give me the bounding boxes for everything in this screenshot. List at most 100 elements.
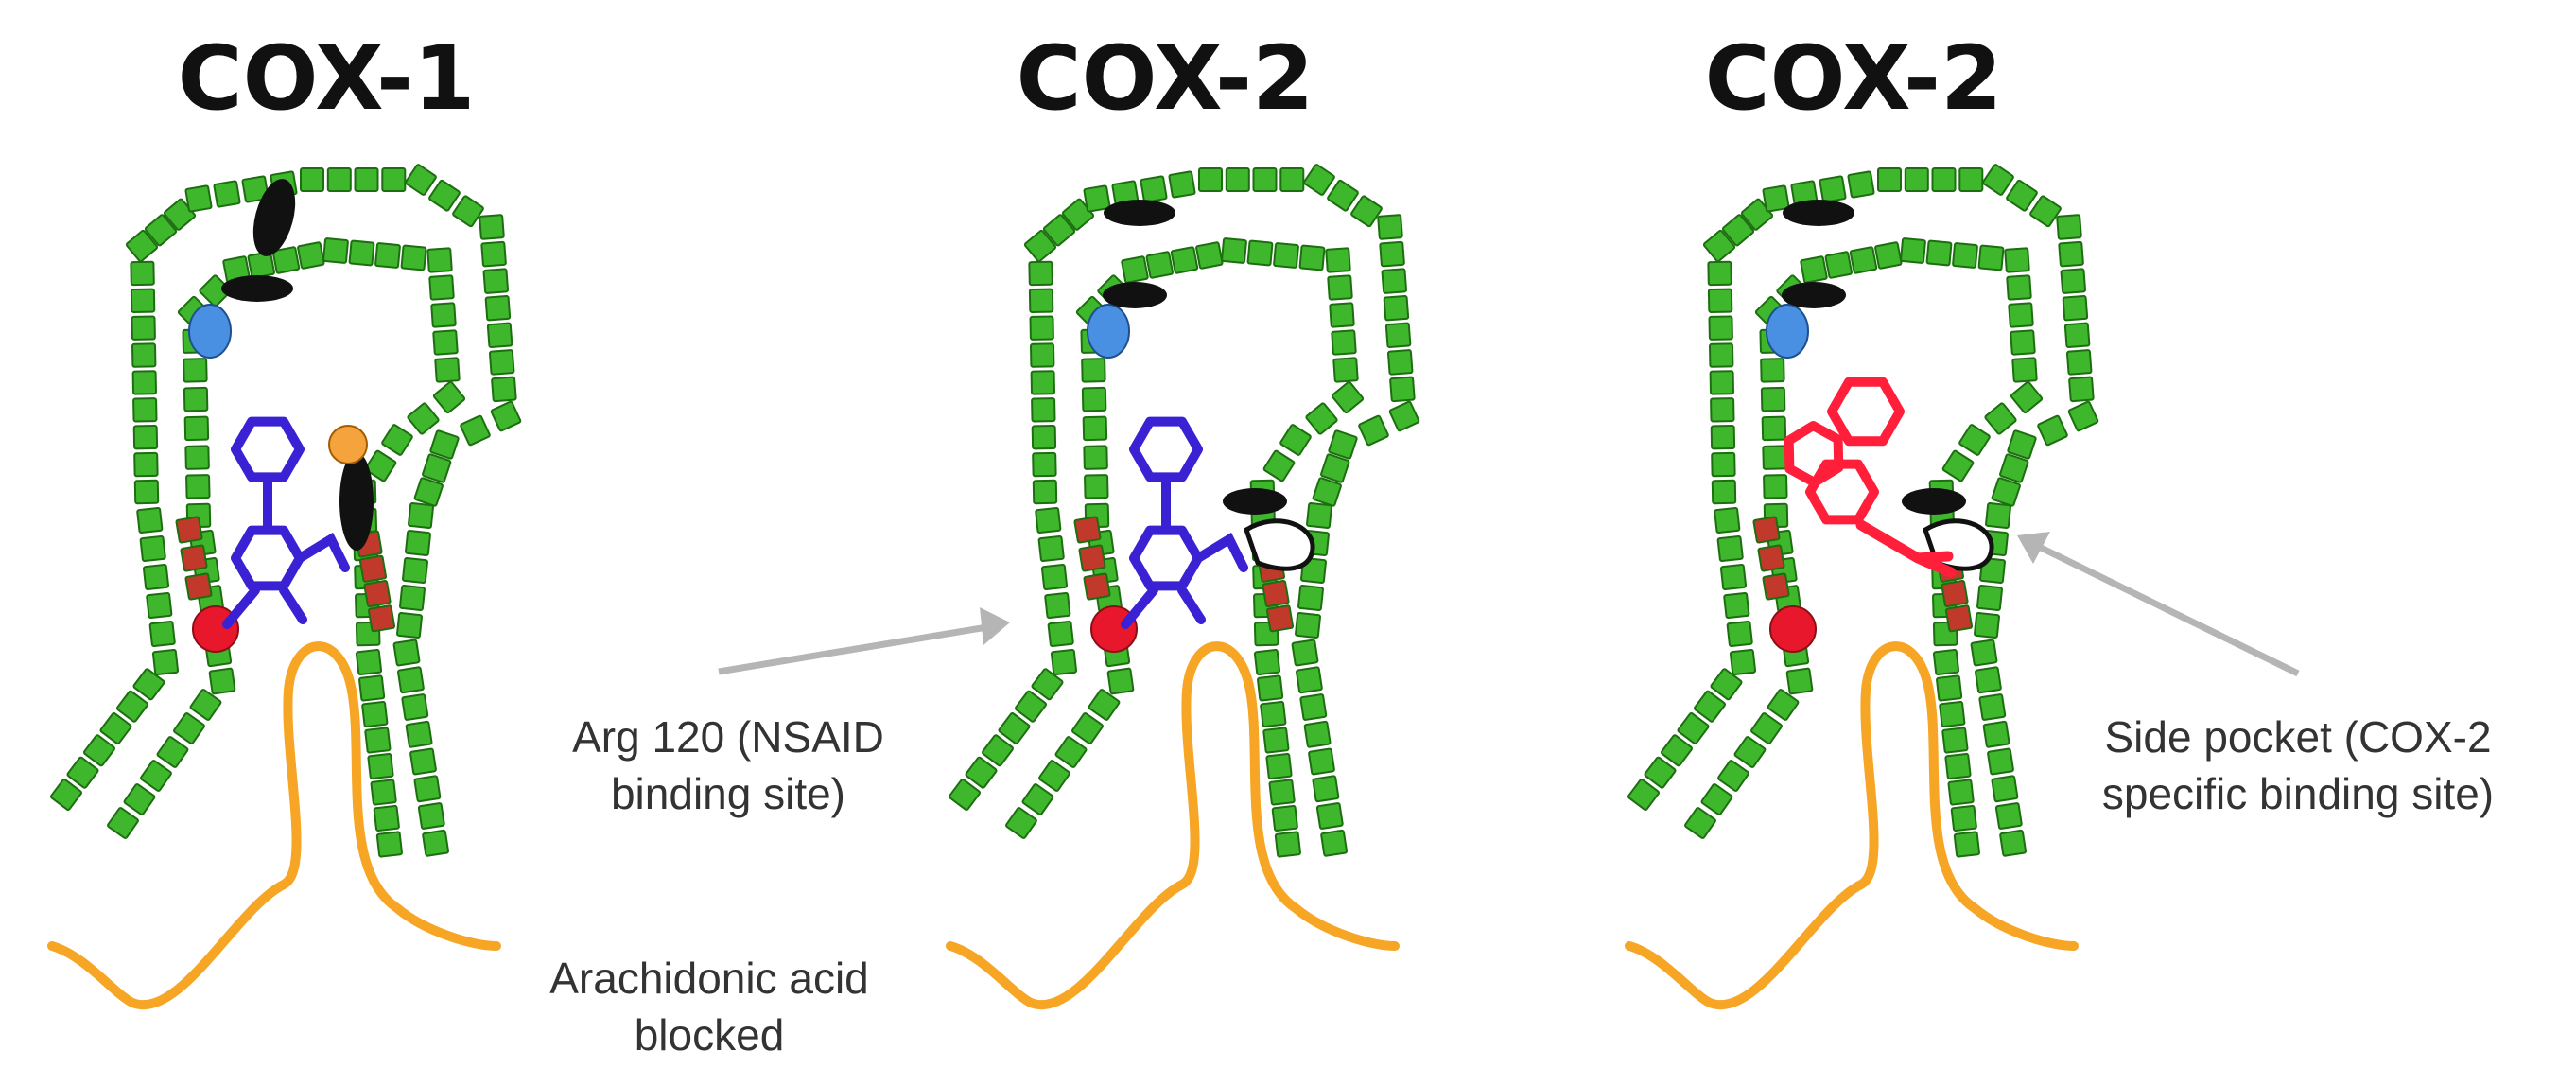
protein-outer-wall-residue xyxy=(1762,184,1790,213)
protein-outer-wall-residue xyxy=(1710,397,1735,423)
protein-outer-wall-residue xyxy=(1014,690,1048,723)
protein-inner-wall-residue xyxy=(1785,667,1814,695)
channel-red-segment-right-residue xyxy=(1941,579,1969,608)
orange-residue xyxy=(328,425,368,464)
protein-inner-wall-residue xyxy=(432,329,459,356)
protein-inner-wall-residue xyxy=(1262,449,1296,482)
protein-outer-wall-residue xyxy=(1644,756,1677,789)
protein-outer-wall-residue xyxy=(1709,370,1734,395)
protein-inner-wall-residue xyxy=(183,386,209,412)
side-pocket-arrow xyxy=(2017,532,2300,677)
protein-outer-wall-residue xyxy=(1377,214,1403,240)
panel-title-cox2: COX-2 xyxy=(1017,27,1314,131)
channel-red-segment-left-residue xyxy=(1078,544,1106,572)
arachidonic-label-line1: Arachidonic acid xyxy=(549,954,869,1003)
protein-inner-wall-residue xyxy=(1760,386,1786,412)
cox2-panel xyxy=(946,164,1420,1010)
protein-outer-wall-residue xyxy=(49,778,83,812)
protein-outer-wall-residue xyxy=(1140,175,1168,203)
protein-outer-wall-residue xyxy=(1029,315,1054,341)
protein-outer-wall-residue xyxy=(213,180,241,208)
protein-outer-wall-residue xyxy=(1040,563,1069,591)
coxib-inhibitor xyxy=(1784,377,1957,578)
protein-outer-wall-residue xyxy=(1295,612,1321,639)
protein-outer-wall-residue xyxy=(125,229,159,263)
protein-outer-wall-residue xyxy=(1877,167,1902,192)
protein-inner-wall-residue xyxy=(355,648,383,676)
protein-outer-wall-residue xyxy=(1308,747,1335,776)
protein-outer-wall-residue xyxy=(484,294,512,322)
protein-inner-wall-residue xyxy=(1941,727,1969,754)
protein-outer-wall-residue xyxy=(965,756,998,789)
protein-outer-wall-residue xyxy=(300,167,324,192)
protein-outer-wall-residue xyxy=(1252,167,1278,192)
protein-outer-wall-residue xyxy=(1386,349,1414,376)
arachidonic-acid-strand xyxy=(47,641,501,1010)
protein-outer-wall-residue xyxy=(1168,170,1196,199)
protein-outer-wall-residue xyxy=(1042,214,1076,247)
protein-outer-wall-residue xyxy=(460,414,491,447)
val523-residue xyxy=(1223,488,1287,515)
protein-outer-wall-residue xyxy=(1032,451,1057,478)
protein-outer-wall-residue xyxy=(2056,214,2082,240)
arachidonic-acid-strand xyxy=(946,641,1400,1010)
protein-outer-wall-residue xyxy=(1296,666,1323,694)
protein-inner-wall-residue xyxy=(1733,736,1767,768)
protein-inner-wall-residue xyxy=(1684,807,1716,839)
protein-inner-wall-residue xyxy=(1054,736,1088,768)
gatekeeper-residue xyxy=(221,275,293,302)
heme-site xyxy=(1087,304,1130,359)
protein-outer-wall-residue xyxy=(948,778,982,812)
protein-inner-wall-residue xyxy=(1221,237,1247,264)
protein-inner-wall-residue xyxy=(184,445,210,470)
protein-outer-wall-residue xyxy=(417,802,445,830)
protein-inner-wall-residue xyxy=(1253,648,1281,676)
protein-inner-wall-residue xyxy=(432,380,466,414)
inhibitor-ring xyxy=(1805,459,1879,525)
protein-inner-wall-residue xyxy=(322,237,349,264)
protein-inner-wall-residue xyxy=(189,689,222,721)
protein-outer-wall-residue xyxy=(1044,591,1071,620)
arg120-label-line2: binding site) xyxy=(611,769,845,818)
protein-outer-wall-residue xyxy=(1847,170,1875,199)
protein-inner-wall-residue xyxy=(2011,357,2038,383)
protein-inner-wall-residue xyxy=(1265,752,1293,780)
channel-red-segment-right-residue xyxy=(1262,579,1290,608)
protein-outer-wall-residue xyxy=(1904,167,1929,192)
protein-outer-wall-residue xyxy=(115,690,149,723)
protein-inner-wall-residue xyxy=(1717,760,1749,792)
protein-inner-wall-residue xyxy=(1106,667,1135,695)
protein-inner-wall-residue xyxy=(1977,244,2005,272)
protein-outer-wall-residue xyxy=(413,775,442,803)
protein-inner-wall-residue xyxy=(1262,727,1290,754)
protein-outer-wall-residue xyxy=(1327,179,1359,212)
protein-outer-wall xyxy=(49,164,522,857)
protein-outer-wall-residue xyxy=(1982,164,2014,196)
protein-outer-wall-residue xyxy=(1714,506,1741,534)
protein-inner-wall-residue xyxy=(1760,358,1785,383)
protein-outer-wall-residue xyxy=(1729,648,1757,676)
protein-outer-wall-residue xyxy=(99,711,132,745)
protein-outer-wall-residue xyxy=(1711,451,1736,478)
protein-inner-wall-residue xyxy=(1767,689,1800,721)
protein-outer-wall xyxy=(948,164,1420,857)
protein-inner-wall-residue xyxy=(1257,674,1284,702)
protein-inner-wall-residue xyxy=(2010,329,2036,356)
heme-site xyxy=(188,304,232,359)
protein-outer-wall-residue xyxy=(1297,585,1324,611)
protein-outer-wall-residue xyxy=(1303,720,1332,748)
protein-inner-wall-residue xyxy=(173,712,205,744)
protein-outer-wall-residue xyxy=(1030,342,1055,368)
protein-outer-wall-residue xyxy=(1978,693,2007,721)
channel-red-segment-left-residue xyxy=(1073,516,1102,544)
protein-inner-wall-residue xyxy=(1925,239,1953,267)
protein-inner-wall-residue xyxy=(1325,247,1351,273)
arachidonic-label-line2: blocked xyxy=(635,1010,785,1060)
protein-inner-wall-residue xyxy=(1824,251,1853,279)
protein-outer-wall-residue xyxy=(396,612,423,639)
nsaid-inhibitor xyxy=(222,416,350,629)
protein-outer-wall-residue xyxy=(136,506,164,534)
protein-outer-wall-residue xyxy=(402,557,428,584)
protein-inner-wall-residue xyxy=(1273,242,1299,269)
